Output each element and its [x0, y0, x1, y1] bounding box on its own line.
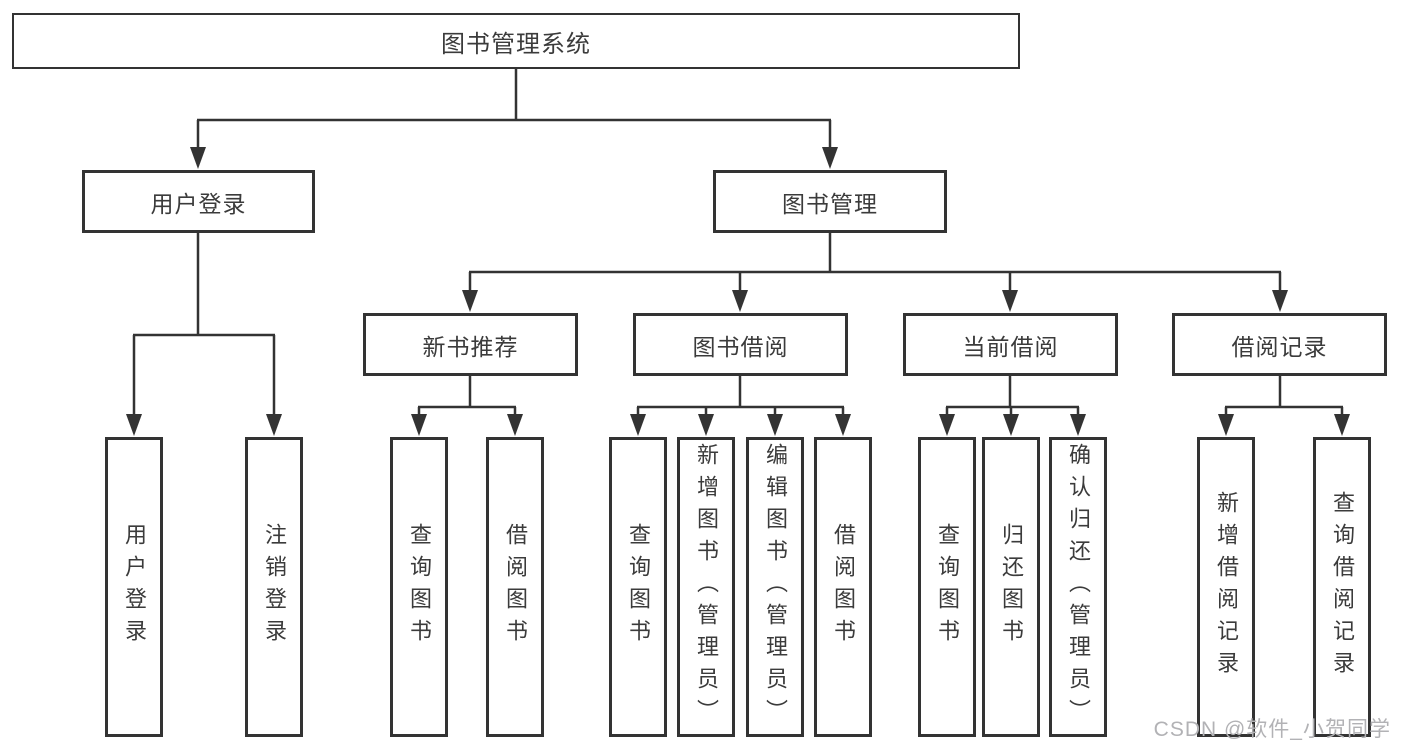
node-leaf-return-book: 归还图书	[982, 437, 1040, 737]
node-leaf-logout: 注销登录	[245, 437, 303, 737]
connector-borrowing-records-to-leaves	[1224, 375, 1344, 416]
node-leaf-add-book-admin: 新增图书（管理员）	[677, 437, 735, 737]
node-leaf-query-borrow-record: 查询借阅记录	[1313, 437, 1371, 737]
node-leaf-query-books-recommend: 查询图书	[390, 437, 448, 737]
node-borrowing-records: 借阅记录	[1172, 313, 1387, 376]
connector-current-borrowing-to-leaves	[945, 375, 1080, 416]
node-leaf-query-books-borrow: 查询图书	[609, 437, 667, 737]
node-leaf-add-borrow-record: 新增借阅记录	[1197, 437, 1255, 737]
csdn-watermark: CSDN @软件_小贺同学	[1153, 718, 1391, 741]
connector-new-book-recommendation-to-leaves	[417, 375, 517, 416]
node-current-borrowing: 当前借阅	[903, 313, 1118, 376]
node-leaf-query-books-current: 查询图书	[918, 437, 976, 737]
node-leaf-borrow-books: 借阅图书	[814, 437, 872, 737]
connector-book-borrowing-to-leaves	[636, 375, 845, 416]
node-book-management: 图书管理	[713, 170, 947, 233]
connector-book-management-to-level3	[468, 232, 1282, 292]
connector-root-to-level2	[196, 69, 832, 149]
node-new-book-recommendation: 新书推荐	[363, 313, 578, 376]
node-leaf-user-login: 用户登录	[105, 437, 163, 737]
connector-user-login-to-leaves	[132, 232, 276, 416]
node-leaf-edit-book-admin: 编辑图书（管理员）	[746, 437, 804, 737]
node-book-borrowing: 图书借阅	[633, 313, 848, 376]
node-leaf-confirm-return-admin: 确认归还（管理员）	[1049, 437, 1107, 737]
node-leaf-borrow-books-recommend: 借阅图书	[486, 437, 544, 737]
node-user-login: 用户登录	[82, 170, 315, 233]
node-library-management-system: 图书管理系统	[12, 13, 1020, 69]
